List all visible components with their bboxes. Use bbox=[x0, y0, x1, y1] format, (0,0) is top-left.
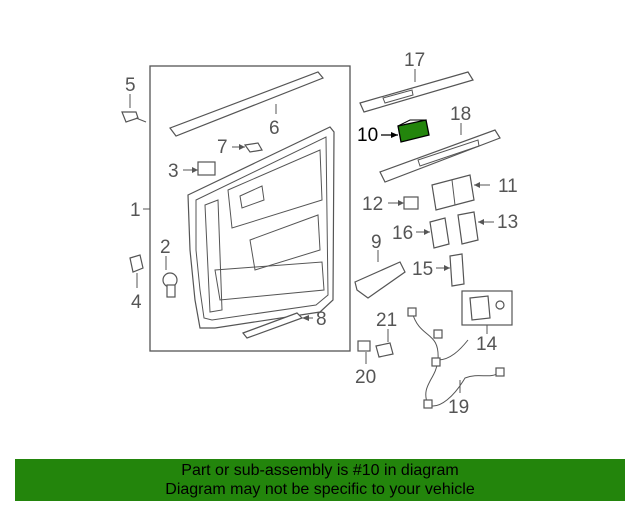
part-8-strip bbox=[242, 312, 313, 339]
callout-20: 20 bbox=[355, 367, 376, 388]
part-9-pull-cup bbox=[354, 250, 406, 299]
part-12-switch bbox=[388, 196, 419, 210]
callout-13: 13 bbox=[497, 212, 518, 233]
part-11-switch bbox=[431, 174, 490, 211]
callout-15: 15 bbox=[412, 259, 433, 280]
callout-2: 2 bbox=[160, 237, 171, 258]
part-2-bolt bbox=[162, 256, 178, 298]
part-18-armrest-base bbox=[379, 123, 501, 183]
callout-21: 21 bbox=[376, 310, 397, 331]
callout-16: 16 bbox=[392, 223, 413, 244]
part-16-switch bbox=[416, 217, 450, 249]
callout-9: 9 bbox=[371, 232, 382, 253]
part-14-module-box bbox=[461, 290, 513, 334]
parts-diagram: 1 2 3 4 5 6 7 8 9 10 11 12 13 14 15 16 1… bbox=[121, 50, 518, 418]
footer-line-2: Diagram may not be specific to your vehi… bbox=[165, 481, 475, 498]
part-21-clip bbox=[375, 329, 394, 358]
footer-line-1: Part or sub-assembly is #10 in diagram bbox=[181, 462, 459, 479]
footer-banner: Part or sub-assembly is #10 in diagram D… bbox=[15, 459, 625, 501]
callout-4: 4 bbox=[131, 292, 142, 313]
part-7-clip bbox=[232, 142, 263, 153]
callout-7: 7 bbox=[217, 137, 228, 158]
callout-5: 5 bbox=[125, 75, 136, 96]
callout-18: 18 bbox=[450, 104, 471, 125]
callout-6: 6 bbox=[269, 118, 280, 139]
part-19-wire-harness bbox=[407, 307, 505, 409]
part-5-screw bbox=[121, 94, 147, 123]
part-20-clip bbox=[357, 340, 371, 364]
callout-19: 19 bbox=[448, 397, 469, 418]
callout-8: 8 bbox=[316, 309, 327, 330]
part-17-trim bbox=[359, 69, 474, 113]
callout-11: 11 bbox=[498, 176, 518, 197]
part-10-switch-bezel bbox=[381, 119, 430, 143]
part-15-bracket bbox=[436, 253, 465, 287]
callout-3: 3 bbox=[168, 161, 179, 182]
callout-14: 14 bbox=[476, 334, 498, 355]
part-4-clip bbox=[129, 254, 144, 288]
part-1-door-trim-panel bbox=[143, 126, 335, 329]
callout-17: 17 bbox=[404, 50, 425, 71]
callout-12: 12 bbox=[362, 194, 383, 215]
part-13-switch bbox=[457, 211, 494, 245]
callout-1: 1 bbox=[130, 200, 141, 221]
part-3-bracket bbox=[183, 161, 216, 176]
part-6-belt-molding bbox=[169, 71, 324, 137]
callout-10: 10 bbox=[357, 125, 378, 146]
